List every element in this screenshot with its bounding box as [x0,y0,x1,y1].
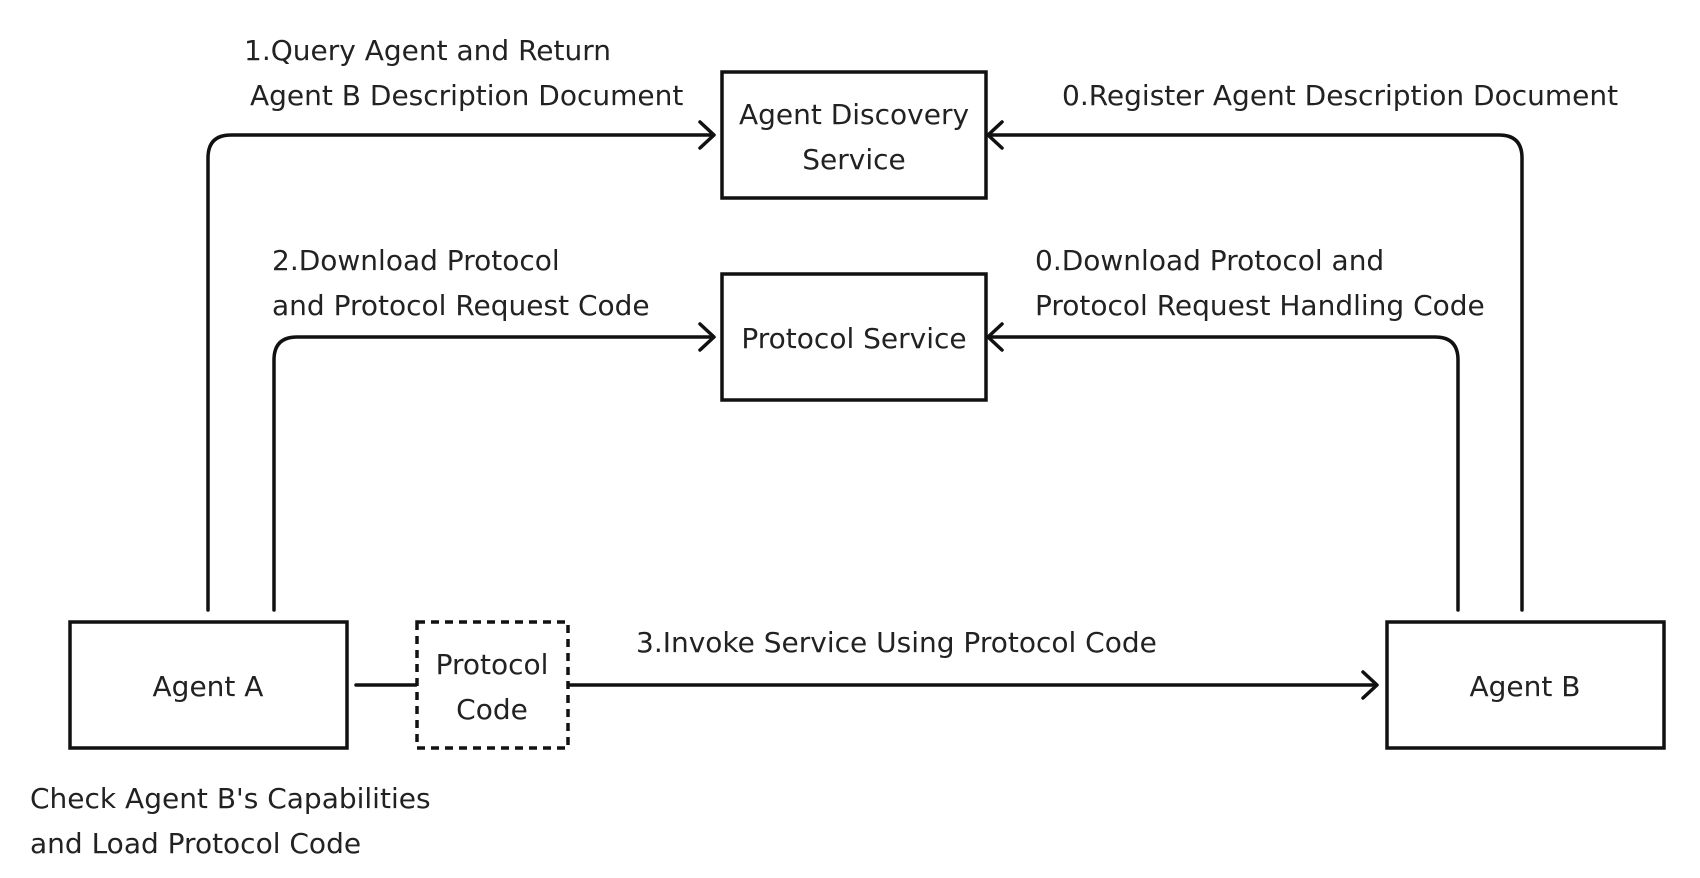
edge-label-download-protocol-b-line-1: 0.Download Protocol and [1035,244,1384,277]
arrowhead-download-protocol-b [986,322,1004,352]
arrowhead-download-protocol-a [698,322,716,352]
node-agent-b: Agent B [1385,620,1666,750]
edge-download-protocol-a [272,322,716,612]
edge-register-agent [986,120,1524,612]
node-agent-discovery-service-label-2: Service [802,143,905,176]
node-agent-a: Agent A [68,620,349,750]
edge-label-query-agent-line-1: 1.Query Agent and Return [244,34,611,67]
node-agent-discovery-service: Agent Discovery Service [720,70,988,200]
node-protocol-service-box [720,272,988,402]
note-check-capabilities-line-2: and Load Protocol Code [30,827,361,860]
node-agent-b-box [1385,620,1666,750]
edge-download-protocol-b [986,322,1460,612]
edge-label-query-agent-line-2: Agent B Description Document [250,79,683,112]
edge-label-download-protocol-a-line-2: and Protocol Request Code [272,289,650,322]
node-protocol-service: Protocol Service [720,272,988,402]
edge-label-register-agent-line-1: 0.Register Agent Description Document [1062,79,1618,112]
node-agent-discovery-service-box [720,70,988,200]
node-protocol-service-label: Protocol Service [741,322,966,355]
node-agent-a-label: Agent A [153,670,264,703]
node-protocol-code-box [415,620,570,750]
edge-label-query-agent: 1.Query Agent and Return Agent B Descrip… [244,34,683,112]
node-agent-a-box [68,620,349,750]
arrowhead-query-agent [698,120,716,150]
note-check-capabilities: Check Agent B's Capabilities and Load Pr… [30,782,431,860]
node-agent-b-label: Agent B [1470,670,1581,703]
edge-register-agent-line [988,133,1524,612]
edge-invoke-service [566,670,1379,700]
edge-label-download-protocol-b-line-2: Protocol Request Handling Code [1035,289,1485,322]
edge-label-invoke-service: 3.Invoke Service Using Protocol Code [636,626,1157,659]
arrowhead-register-agent [986,120,1004,150]
edge-query-agent [206,120,716,612]
edge-label-invoke-service-line-1: 3.Invoke Service Using Protocol Code [636,626,1157,659]
edge-query-agent-line [206,133,714,612]
node-protocol-code-label-2: Code [456,693,528,726]
edge-label-register-agent: 0.Register Agent Description Document [1062,79,1618,112]
edge-download-protocol-a-line [272,335,714,612]
node-agent-discovery-service-label-1: Agent Discovery [739,98,969,131]
edge-download-protocol-b-line [988,335,1460,612]
edge-label-download-protocol-b: 0.Download Protocol and Protocol Request… [1035,244,1485,322]
arrowhead-invoke-service [1361,670,1379,700]
edge-label-download-protocol-a: 2.Download Protocol and Protocol Request… [272,244,650,322]
node-protocol-code: Protocol Code [415,620,570,750]
node-protocol-code-label-1: Protocol [436,648,549,681]
edge-label-download-protocol-a-line-1: 2.Download Protocol [272,244,560,277]
note-check-capabilities-line-1: Check Agent B's Capabilities [30,782,431,815]
